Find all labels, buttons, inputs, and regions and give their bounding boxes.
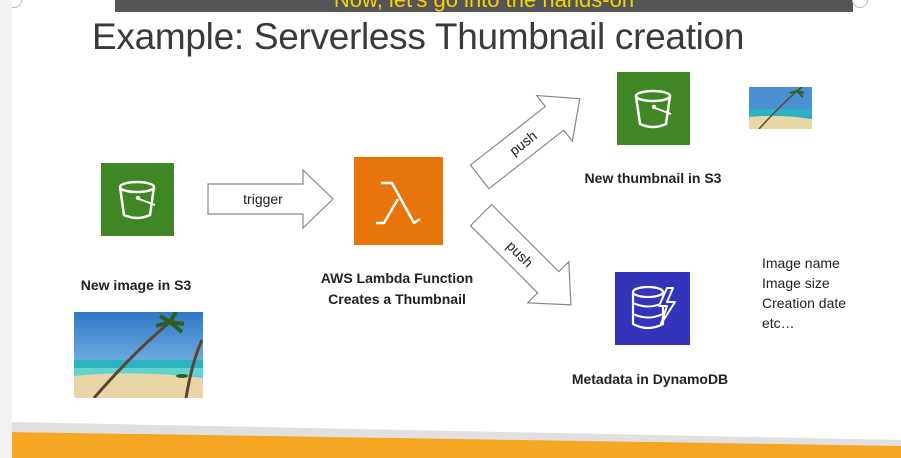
- lambda-function-tile: [354, 157, 443, 245]
- dynamodb-icon: [631, 285, 676, 330]
- dynamodb-label: Metadata in DynamoDB: [571, 371, 729, 387]
- caption-text: Now, let's go into the hands-on: [115, 0, 853, 12]
- metadata-item: Image size: [762, 275, 830, 291]
- dynamodb-tile: [615, 272, 690, 345]
- trigger-arrow: trigger: [207, 168, 334, 230]
- push-up-arrow: push: [469, 94, 581, 190]
- lambda-label-line2: Creates a Thumbnail: [328, 291, 466, 307]
- s3-bucket-icon: [118, 180, 156, 220]
- metadata-item: Creation date: [762, 295, 847, 311]
- s3-bucket-icon: [634, 89, 672, 129]
- source-s3-label: New image in S3: [80, 277, 192, 293]
- source-s3-bucket-tile: [101, 163, 174, 236]
- lambda-icon: [376, 181, 421, 225]
- metadata-item: etc…: [762, 315, 795, 331]
- push-down-arrow: push: [469, 203, 572, 306]
- source-image-thumbnail: [74, 312, 203, 398]
- thumbnail-s3-bucket-tile: [617, 72, 690, 145]
- slide-title: Example: Serverless Thumbnail creation: [92, 16, 745, 57]
- thumbnail-s3-label: New thumbnail in S3: [584, 170, 722, 186]
- lambda-label: AWS Lambda Function Creates a Thumbnail: [307, 268, 487, 310]
- metadata-item: Image name: [762, 255, 840, 271]
- caption-bar: Now, let's go into the hands-on: [115, 0, 853, 12]
- footer-stripe: [12, 422, 901, 446]
- lambda-label-line1: AWS Lambda Function: [320, 270, 474, 286]
- trigger-label: trigger: [243, 191, 283, 207]
- slide: Now, let's go into the hands-on Example:…: [12, 0, 901, 458]
- metadata-list: Image name Image size Creation date etc…: [762, 253, 846, 333]
- arrows-layer: trigger push push: [12, 94, 901, 458]
- thumbnail-image: [749, 87, 812, 129]
- footer-band: [12, 432, 901, 458]
